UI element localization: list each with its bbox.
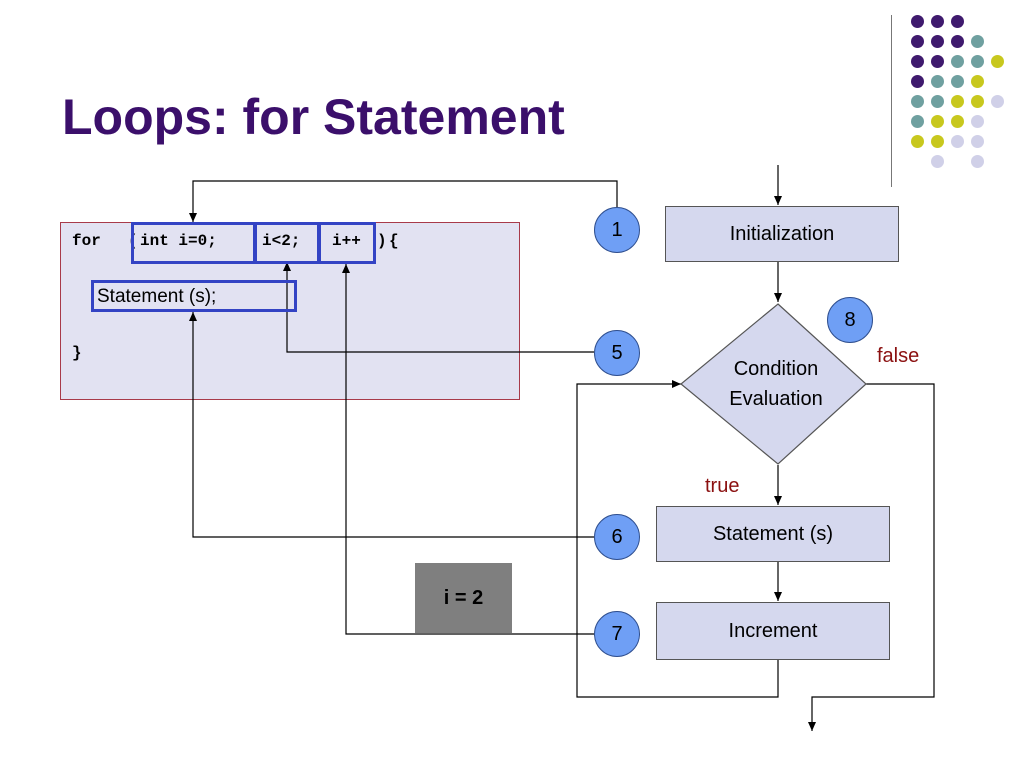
statement-box-label: Statement (s) bbox=[712, 522, 834, 545]
condition-highlight bbox=[254, 222, 320, 264]
decor-dot bbox=[931, 135, 944, 148]
variable-value-box: i = 2 bbox=[415, 563, 512, 633]
decor-dot bbox=[931, 55, 944, 68]
code-close-paren: ) bbox=[377, 232, 387, 250]
decor-dot bbox=[911, 95, 924, 108]
decor-dot bbox=[931, 155, 944, 168]
init-highlight bbox=[131, 222, 256, 264]
decor-dot bbox=[951, 75, 964, 88]
statement-box: Statement (s) bbox=[656, 506, 890, 562]
step1-pointer bbox=[189, 180, 618, 222]
initialization-label: Initialization bbox=[729, 222, 835, 245]
decor-dot bbox=[951, 135, 964, 148]
decor-dot bbox=[971, 115, 984, 128]
decor-dot bbox=[971, 55, 984, 68]
slide-title: Loops: for Statement bbox=[62, 89, 565, 145]
decor-dot bbox=[971, 75, 984, 88]
initialization-box: Initialization bbox=[665, 206, 899, 262]
true-branch-label: true bbox=[705, 475, 740, 497]
decor-dot bbox=[991, 55, 1004, 68]
decor-dot bbox=[971, 135, 984, 148]
step-badge-7: 7 bbox=[594, 611, 640, 657]
decor-dot bbox=[931, 115, 944, 128]
step-badge-5: 5 bbox=[594, 330, 640, 376]
decor-dot bbox=[911, 15, 924, 28]
step-badge-6: 6 bbox=[594, 514, 640, 560]
step5-pointer bbox=[283, 262, 594, 353]
condition-label: Condition Evaluation bbox=[697, 354, 855, 414]
condition-label-line2: Evaluation bbox=[729, 388, 823, 410]
false-branch-label: false bbox=[877, 345, 920, 367]
step7-pointer bbox=[342, 264, 594, 635]
decor-dot bbox=[911, 135, 924, 148]
step-badge-8: 8 bbox=[827, 297, 873, 343]
decor-dot bbox=[971, 35, 984, 48]
loop-back-arrow bbox=[576, 380, 779, 698]
code-init: int i=0; bbox=[140, 232, 217, 250]
decor-dot bbox=[911, 55, 924, 68]
condition-diamond bbox=[680, 303, 867, 465]
increment-label: Increment bbox=[728, 619, 818, 642]
decor-dot bbox=[951, 95, 964, 108]
decor-dot bbox=[951, 115, 964, 128]
decor-dot bbox=[911, 115, 924, 128]
decor-dot bbox=[971, 155, 984, 168]
code-for-keyword: for bbox=[72, 232, 101, 250]
code-close-brace: } bbox=[72, 344, 82, 362]
decor-dot bbox=[931, 15, 944, 28]
decor-dot bbox=[951, 55, 964, 68]
decor-dot bbox=[951, 15, 964, 28]
increment-box: Increment bbox=[656, 602, 890, 660]
decor-dot bbox=[951, 35, 964, 48]
decor-dot bbox=[991, 95, 1004, 108]
step6-pointer bbox=[189, 312, 594, 538]
decor-dot bbox=[931, 95, 944, 108]
decor-dot bbox=[911, 35, 924, 48]
code-open-brace: { bbox=[389, 232, 399, 250]
step-badge-1: 1 bbox=[594, 207, 640, 253]
code-update: i++ bbox=[332, 232, 361, 250]
title-divider bbox=[891, 15, 892, 187]
decor-dot bbox=[931, 75, 944, 88]
decor-dot bbox=[971, 95, 984, 108]
update-highlight bbox=[318, 222, 376, 264]
decor-dot bbox=[931, 35, 944, 48]
statement-highlight bbox=[91, 280, 297, 312]
code-condition: i<2; bbox=[262, 232, 301, 250]
decor-dot bbox=[911, 75, 924, 88]
condition-false-arrow bbox=[808, 383, 935, 731]
condition-label-line1: Condition bbox=[733, 358, 819, 380]
code-statement: Statement (s); bbox=[97, 286, 217, 307]
